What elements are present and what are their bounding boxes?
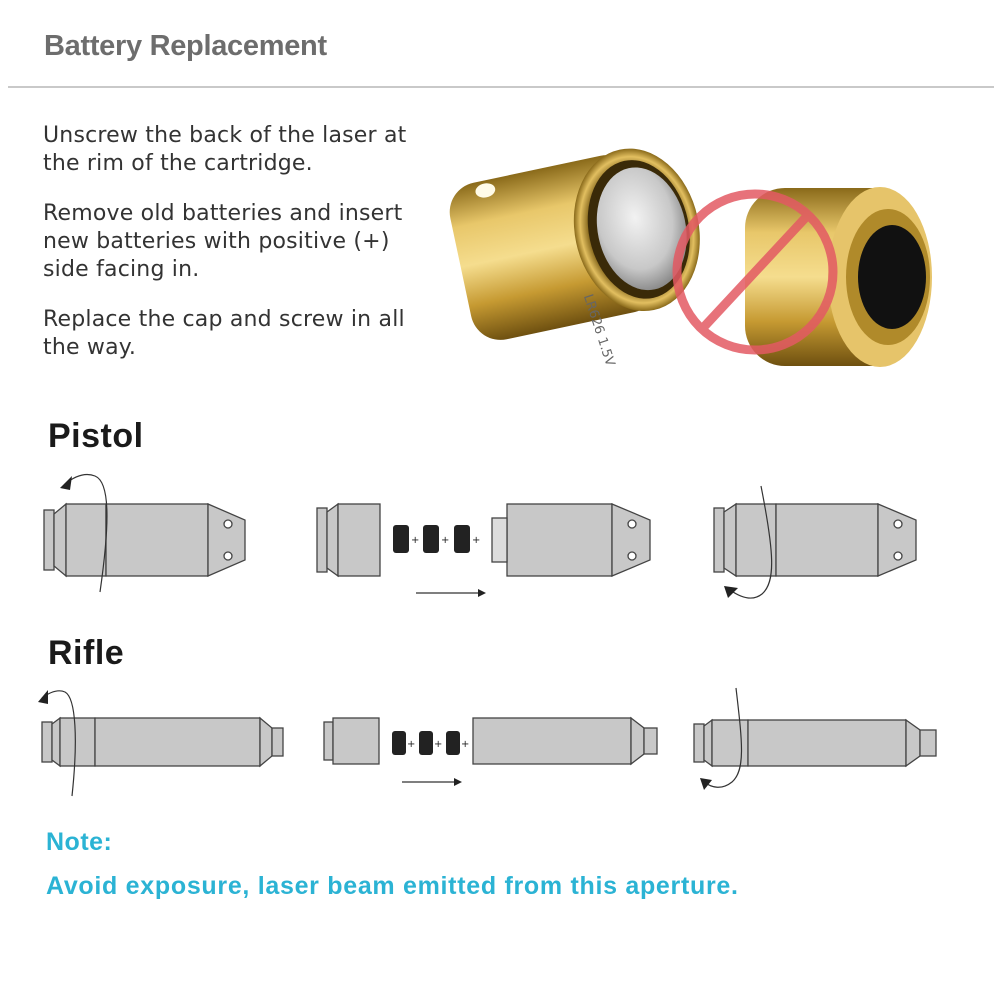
pistol-step-reassemble <box>713 502 917 578</box>
rifle-diagram: + + + <box>38 687 937 797</box>
rifle-step-reassemble <box>693 718 937 768</box>
battery-icons <box>393 525 470 553</box>
note-title: Note: <box>46 828 113 856</box>
rotate-arrow-icon <box>703 687 743 788</box>
pistol-step-insert <box>316 502 651 578</box>
plus-sign: + <box>411 535 419 546</box>
instruction-step-1: Unscrew the back of the laser at the rim… <box>43 123 407 176</box>
plus-sign: + <box>461 739 469 750</box>
rotate-arrow-icon <box>729 485 773 599</box>
pistol-diagram: + + + <box>43 473 917 599</box>
rifle-step-insert <box>323 716 658 766</box>
instruction-step-3: Replace the cap and screw in all the way… <box>43 307 405 360</box>
battery-icons <box>392 731 460 755</box>
pistol-step-unscrew <box>43 502 246 578</box>
section-label-pistol: Pistol <box>48 417 144 455</box>
page-title: Battery Replacement <box>44 30 327 62</box>
cartridge-photo: LR626 1.5V <box>449 148 932 368</box>
plus-sign: + <box>407 739 415 750</box>
plus-sign: + <box>441 535 449 546</box>
instruction-step-2: Remove old batteries and insert new batt… <box>43 201 403 282</box>
section-label-rifle: Rifle <box>48 634 125 672</box>
instructions: Unscrew the back of the laser at the rim… <box>43 122 438 384</box>
plus-sign: + <box>472 535 480 546</box>
rotate-arrow-icon <box>41 690 76 797</box>
cartridge-cap <box>745 187 932 367</box>
cartridge-body <box>449 148 700 340</box>
rifle-step-unscrew <box>41 716 284 768</box>
rotate-arrow-icon <box>64 473 108 593</box>
note-text: Avoid exposure, laser beam emitted from … <box>46 872 739 900</box>
prohibited-icon <box>672 189 838 355</box>
plus-sign: + <box>434 739 442 750</box>
header-divider <box>8 86 994 88</box>
